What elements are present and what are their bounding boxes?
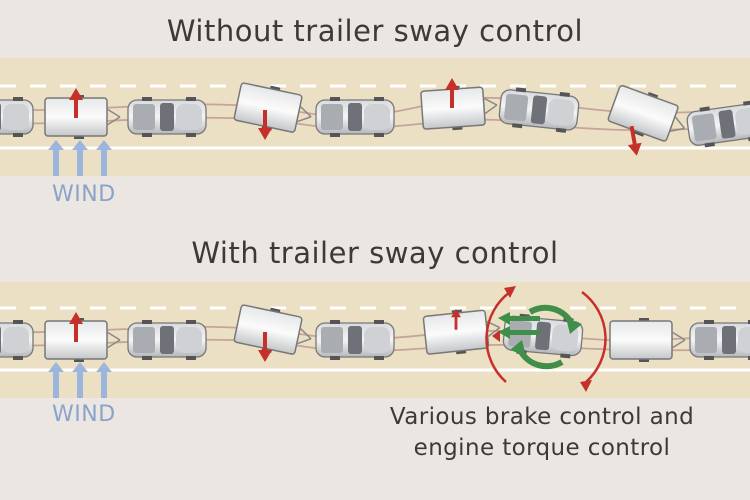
rotation-control-icon (485, 286, 607, 392)
car-icon (127, 319, 207, 361)
caption-line-1: Various brake control and (389, 404, 695, 430)
control-caption: Various brake control and engine torque … (352, 402, 732, 464)
wind-label-bottom: WIND (52, 402, 116, 427)
title-with-control: With trailer sway control (191, 236, 559, 270)
car-icon (689, 319, 750, 361)
car-icon (0, 319, 34, 361)
wind-label-top: WIND (52, 182, 116, 207)
car-icon (315, 96, 395, 138)
wind-arrows-bottom (48, 362, 112, 398)
caption-line-2: engine torque control (413, 435, 671, 461)
title-without-control: Without trailer sway control (166, 14, 584, 48)
wind-arrows-top (48, 140, 112, 176)
car-icon (0, 96, 34, 138)
car-icon (315, 319, 395, 361)
car-icon (127, 96, 207, 138)
